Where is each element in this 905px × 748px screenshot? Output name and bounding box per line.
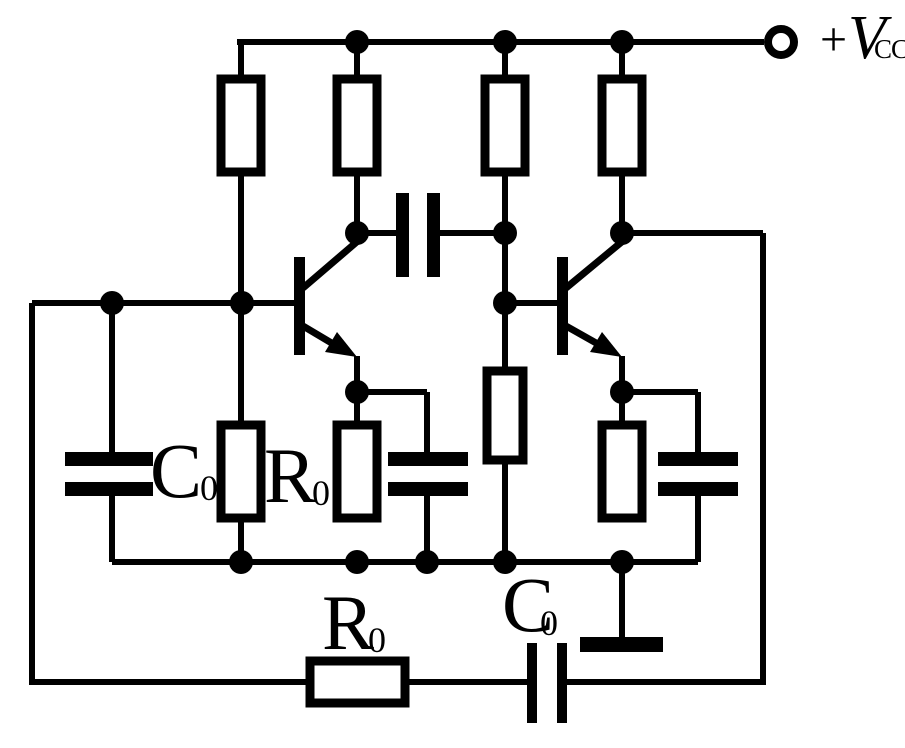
vcc-terminal-icon xyxy=(764,25,798,59)
junction-dots xyxy=(100,30,634,574)
junction-dot xyxy=(345,550,369,574)
junction-dot xyxy=(345,221,369,245)
q2-collector-line xyxy=(563,237,627,291)
feedback-capacitor-right-plate xyxy=(557,643,567,723)
feedback-capacitor-left-plate xyxy=(527,643,537,723)
junction-dot xyxy=(493,291,517,315)
q2-collector-resistor xyxy=(597,74,647,177)
q2-base-upper-resistor xyxy=(480,74,530,177)
input-capacitor-label: C xyxy=(150,427,202,514)
bias-resistor-label-subscript: 0 xyxy=(312,473,330,513)
q1-emitter-resistor xyxy=(332,420,382,523)
input-capacitor-bottom-plate xyxy=(65,482,153,496)
supply-label: V xyxy=(848,4,892,72)
junction-dot xyxy=(493,221,517,245)
junction-dot xyxy=(493,30,517,54)
resistors xyxy=(216,74,647,708)
feedback-capacitor-label: C xyxy=(502,561,554,648)
input-capacitor-label-subscript: 0 xyxy=(200,468,218,508)
ground-icon xyxy=(580,637,663,652)
q1-collector-line xyxy=(300,237,362,291)
junction-dot xyxy=(610,221,634,245)
q1-collector-resistor xyxy=(332,74,382,177)
q1-base-bar xyxy=(294,257,305,355)
q2-base-bar xyxy=(557,257,568,355)
transistor-q1 xyxy=(294,237,362,357)
junction-dot xyxy=(610,380,634,404)
bias-resistor-label: R xyxy=(264,432,316,519)
q1-emitter-bypass-capacitor xyxy=(388,452,468,496)
supply-label-subscript: CC xyxy=(874,34,905,64)
coupling-capacitor-right-plate xyxy=(427,193,440,277)
q2-emitter-arrow-icon xyxy=(590,332,622,357)
junction-dot xyxy=(345,380,369,404)
junction-dot xyxy=(415,550,439,574)
labels: + V CC C 0 R 0 R 0 C 0 xyxy=(150,4,905,666)
q1-bypass-bottom-plate xyxy=(388,482,468,496)
input-capacitor-top-plate xyxy=(65,452,153,466)
junction-dot xyxy=(610,550,634,574)
coupling-capacitor-left-plate xyxy=(396,193,409,277)
junction-dot xyxy=(345,30,369,54)
feedback-resistor-label-subscript: 0 xyxy=(368,620,386,660)
q1-emitter-arrow-icon xyxy=(325,332,357,357)
q2-bypass-bottom-plate xyxy=(658,482,738,496)
feedback-loop-wire xyxy=(29,233,766,685)
feedback-resistor-label: R xyxy=(322,579,374,666)
junction-dot xyxy=(100,291,124,315)
junction-dot xyxy=(229,550,253,574)
feedback-capacitor-c0 xyxy=(527,643,567,723)
coupling-capacitor xyxy=(396,193,440,277)
junction-dot xyxy=(230,291,254,315)
junction-dot xyxy=(610,30,634,54)
junction-dot xyxy=(493,550,517,574)
q1-base-lower-resistor-r0 xyxy=(216,420,266,523)
capacitors xyxy=(65,193,738,723)
feedback-resistor-r0 xyxy=(305,656,410,708)
transistor-q2 xyxy=(557,237,627,357)
q2-emitter-resistor xyxy=(597,420,647,523)
wires xyxy=(29,39,766,685)
q2-base-lower-resistor xyxy=(482,366,528,465)
q2-emitter-bypass-capacitor xyxy=(658,452,738,496)
q2-bypass-top-plate xyxy=(658,452,738,466)
feedback-capacitor-label-subscript: 0 xyxy=(540,603,558,643)
resistor-top-lead-wires xyxy=(238,42,625,79)
q1-base-upper-resistor xyxy=(216,74,266,177)
input-capacitor-c0 xyxy=(65,452,153,496)
supply-plus-sign: + xyxy=(820,13,847,66)
q1-bypass-top-plate xyxy=(388,452,468,466)
